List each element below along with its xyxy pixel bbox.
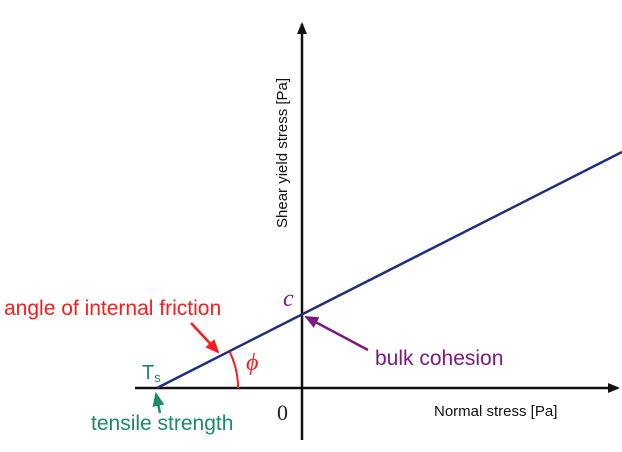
bulk-cohesion-label: bulk cohesion [375, 347, 503, 370]
tensile-symbol: Ts [142, 362, 161, 385]
tensile-strength-label: tensile strength [91, 412, 233, 435]
y-axis-label: Shear yield stress [Pa] [274, 78, 291, 228]
x-axis-label: Normal stress [Pa] [434, 403, 557, 420]
angle-of-internal-friction-label: angle of internal friction [4, 297, 221, 320]
friction-arrow [190, 322, 220, 354]
cohesion-symbol: c [283, 286, 294, 312]
tensile-arrow [152, 392, 165, 414]
cohesion-arrow [304, 315, 369, 352]
friction-angle-arc [228, 351, 240, 389]
phi-symbol: ϕ [246, 350, 258, 376]
origin-label: 0 [277, 400, 288, 425]
yield-line [156, 150, 622, 390]
